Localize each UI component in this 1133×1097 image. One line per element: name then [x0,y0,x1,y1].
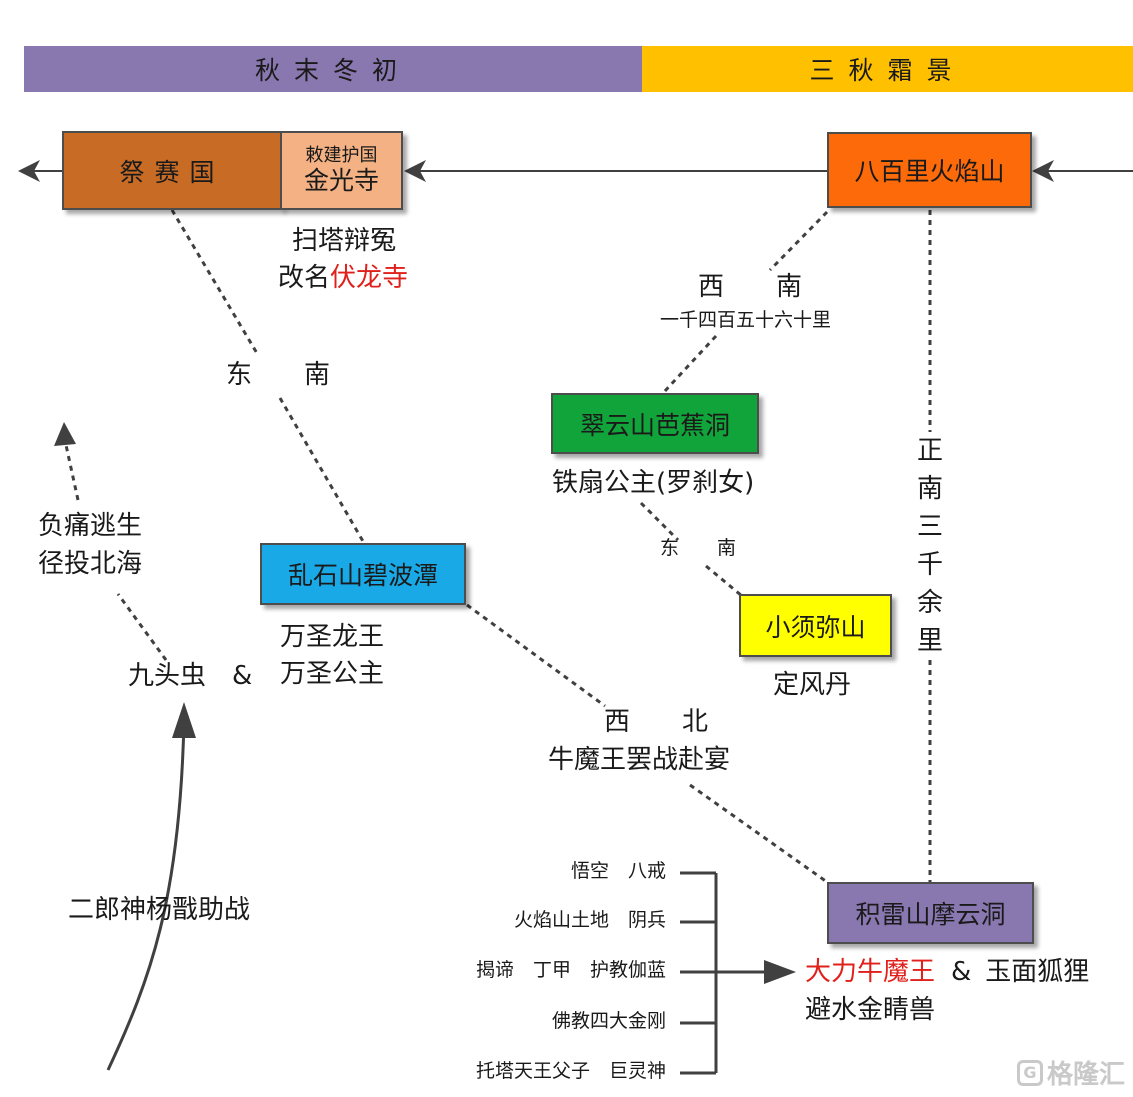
link-tieshan-xumi-a [639,501,680,542]
event-rename-temple: 改名伏龙寺 [278,265,408,291]
erlang-arrow-head [172,702,196,738]
erlang-curve [106,719,186,1071]
watermark-text: 格隆汇 [1046,1060,1125,1090]
watermark-logo-icon: G [1016,1059,1043,1086]
link-huoyan-cuiyun-b [662,334,718,394]
event-bull-demon-feast: 牛魔王罢战赴宴 [548,745,731,775]
season-band-autumn-frost: 三秋霜景 [642,46,1133,92]
ally-entry: 托塔天王父子 巨灵神 [475,1060,666,1082]
season-band-autumn-winter: 秋末冬初 [24,46,642,92]
character-bull-demon-line: 大力牛魔王&玉面狐狸 [805,959,1089,985]
character-wansheng-dragon-king: 万圣龙王 [280,622,385,652]
ally-entry: 佛教四大金刚 [551,1010,666,1032]
link-luanshi-jilei-a [466,603,606,708]
ally-entry: 火焰山土地 阴兵 [513,909,666,931]
watermark: G 格隆汇 [1016,1054,1125,1091]
node-label: 八百里火焰山 [854,157,1005,186]
direction-southeast-small: 东 南 [660,537,737,559]
event-go-north-sea: 径投北海 [38,549,143,579]
route-arrow-head [404,160,426,182]
node-label: 小须弥山 [765,612,866,642]
ampersand: & [232,661,253,691]
event-erlang-assist: 二郎神杨戬助战 [68,895,251,925]
link-huoyan-cuiyun-a [768,210,829,272]
direction-southeast: 东 南 [226,360,331,390]
link-luanshi-jilei-b [689,783,828,884]
node-jisai-kingdom: 祭赛国 [62,131,282,210]
node-label: 翠云山芭蕉洞 [579,410,730,440]
direction-southwest: 西 南 [698,272,803,302]
node-little-sumeru: 小须弥山 [739,594,892,657]
allies-arrow-head [764,960,796,984]
item-water-repelling-beast: 避水金睛兽 [805,995,936,1025]
season-band-label: 三秋霜景 [809,56,966,85]
node-label: 乱石山碧波潭 [287,561,438,590]
node-thunder-cave: 积雷山摩云洞 [827,882,1034,944]
route-arrow-head [18,160,40,182]
route-arrow-head [1032,160,1054,182]
link-jisai-luanshi-b [278,397,366,544]
link-jiutou-escape-b [64,444,80,501]
node-plantain-cave: 翠云山芭蕉洞 [551,393,759,454]
ally-entry: 揭谛 丁甲 护教伽蓝 [475,959,666,981]
event-sweep-pagoda: 扫塔辩冤 [292,226,397,256]
link-jiutou-escape-a [116,593,168,661]
item-wind-fixing-pill: 定风丹 [773,670,852,700]
rename-prefix: 改名 [278,263,331,293]
direction-due-south-distance: 正南三千余里 [913,432,947,660]
character-wansheng-princess: 万圣公主 [280,659,385,689]
node-label: 金光寺 [303,166,379,196]
node-label: 积雷山摩云洞 [855,900,1006,929]
direction-northwest: 西 北 [604,707,709,737]
link-jisai-luanshi-a [170,209,260,356]
node-label: 祭赛国 [119,157,225,187]
allies-bracket [680,871,770,1075]
season-band-label: 秋末冬初 [254,56,411,85]
character-iron-fan-princess: 铁扇公主(罗刹女) [552,468,755,498]
event-flee-in-pain: 负痛逃生 [38,511,143,541]
link-tieshan-xumi-b [705,564,743,598]
node-small-label: 敕建护国 [305,144,378,166]
distance-label: 一千四百五十六十里 [660,309,832,331]
node-flaming-mountain: 八百里火焰山 [827,132,1032,208]
ally-entry: 悟空 八戒 [570,860,666,882]
node-jinguang-temple: 敕建护国 金光寺 [280,131,403,210]
rename-new-name: 伏龙寺 [330,263,409,293]
character-jade-faced-fox: 玉面狐狸 [985,957,1090,987]
character-bull-demon-king: 大力牛魔王 [805,957,936,987]
ampersand: & [951,957,972,987]
escape-arrow-head [54,422,76,446]
node-green-wave-pool: 乱石山碧波潭 [260,543,466,605]
character-nine-headed-bug: 九头虫 [128,661,207,691]
